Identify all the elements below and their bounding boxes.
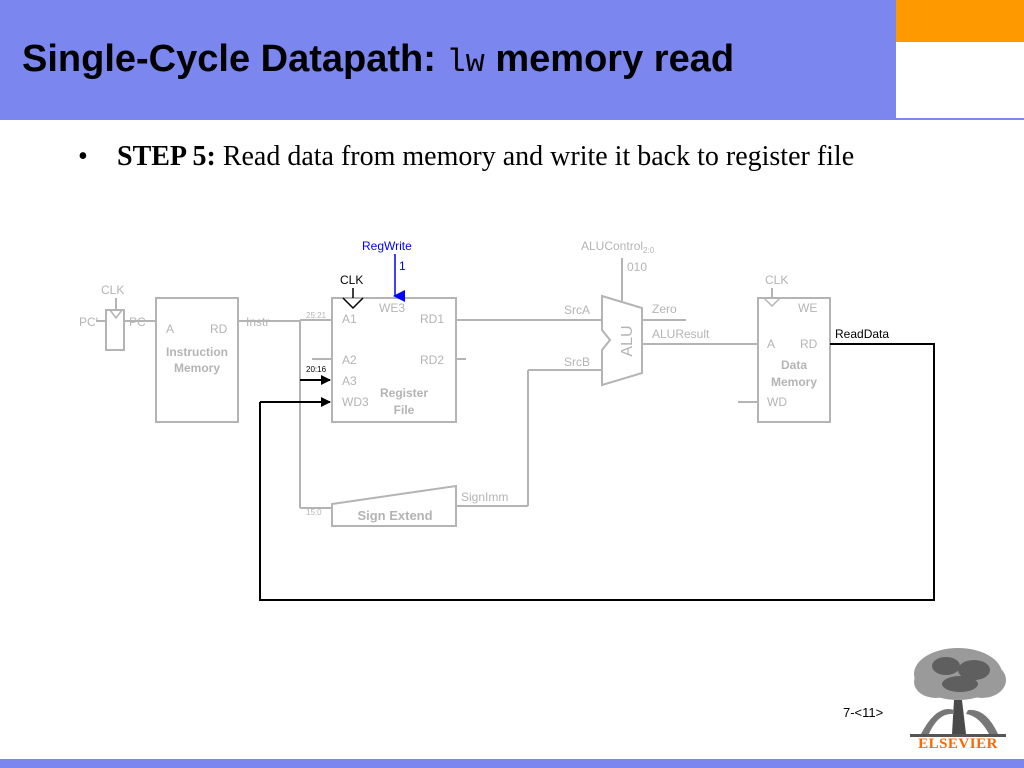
pc-clk-label: CLK [101, 283, 124, 297]
wd3-label: WD3 [342, 395, 369, 409]
slide-title: Single-Cycle Datapath: lw memory read [22, 38, 734, 81]
title-prefix: Single-Cycle Datapath: [22, 38, 447, 80]
dm-a-label: A [767, 337, 775, 351]
dimmed-wires [96, 258, 773, 509]
title-code: lw [446, 44, 485, 81]
srca-label: SrcA [564, 303, 590, 317]
page-number: 7-<11> [843, 705, 884, 720]
rf-title-1: Register [380, 386, 428, 400]
zero-label: Zero [652, 302, 677, 316]
alucontrol-bits: 2:0 [643, 246, 655, 255]
bits-15-0-label: 15:0 [306, 508, 322, 517]
pc-label: PC [129, 315, 146, 329]
instruction-memory [155, 297, 239, 423]
bullet-step-text: Read data from memory and write it back … [215, 141, 855, 172]
alu-unit [601, 294, 643, 387]
alucontrol-label: ALUControl2:0 [581, 239, 655, 255]
data-memory [757, 297, 831, 423]
imem-rd-label: RD [210, 322, 228, 336]
bits-20-16-label: 20:16 [306, 365, 327, 374]
alu-label: ALU [619, 325, 636, 356]
bullet-step-label: STEP 5: [117, 141, 216, 172]
title-rule [0, 118, 1024, 120]
regwrite-label: RegWrite [362, 239, 412, 253]
rd1-label: RD1 [420, 312, 444, 326]
rd2-label: RD2 [420, 353, 444, 367]
accent-block [896, 0, 1024, 42]
a1-label: A1 [342, 312, 357, 326]
elsevier-tree-logo [906, 644, 1010, 738]
title-suffix: memory read [484, 38, 735, 80]
bottom-bar [0, 759, 1024, 768]
pc-prime-label: PC' [79, 315, 98, 329]
pc-register [105, 309, 125, 351]
dm-we-label: WE [798, 301, 817, 315]
dm-rd-label: RD [800, 337, 818, 351]
imem-a-label: A [166, 322, 174, 336]
bits-25-21-label: 25:21 [306, 311, 327, 320]
sign-extend-label: Sign Extend [357, 508, 432, 523]
regwrite-value: 1 [399, 259, 406, 273]
alucontrol-name: ALUControl [581, 239, 643, 253]
bullet-marker: • [78, 141, 88, 172]
dm-clk-label: CLK [765, 273, 788, 287]
title-bar [0, 0, 896, 120]
we3-label: WE3 [379, 301, 405, 315]
imem-title-2: Memory [174, 361, 220, 375]
active-path [259, 343, 935, 601]
publisher-wordmark: ELSEVIER [918, 736, 998, 752]
bullet-item: STEP 5: Read data from memory and write … [117, 137, 897, 177]
readdata-label: ReadData [835, 327, 889, 341]
rf-clk-label: CLK [340, 273, 363, 287]
alucontrol-value: 010 [627, 260, 647, 274]
a3-label: A3 [342, 374, 357, 388]
a2-label: A2 [342, 353, 357, 367]
instr-label: Instr [246, 315, 269, 329]
dm-title-2: Memory [771, 375, 817, 389]
aluresult-label: ALUResult [652, 327, 710, 341]
rf-title-2: File [394, 403, 415, 417]
signimm-label: SignImm [461, 490, 508, 504]
dm-wd-label: WD [767, 395, 787, 409]
srcb-label: SrcB [564, 355, 590, 369]
sign-extend-unit [331, 484, 457, 527]
register-file [331, 297, 457, 423]
readdata-wire [259, 343, 935, 601]
imem-title-1: Instruction [166, 345, 228, 359]
dm-title-1: Data [781, 358, 807, 372]
